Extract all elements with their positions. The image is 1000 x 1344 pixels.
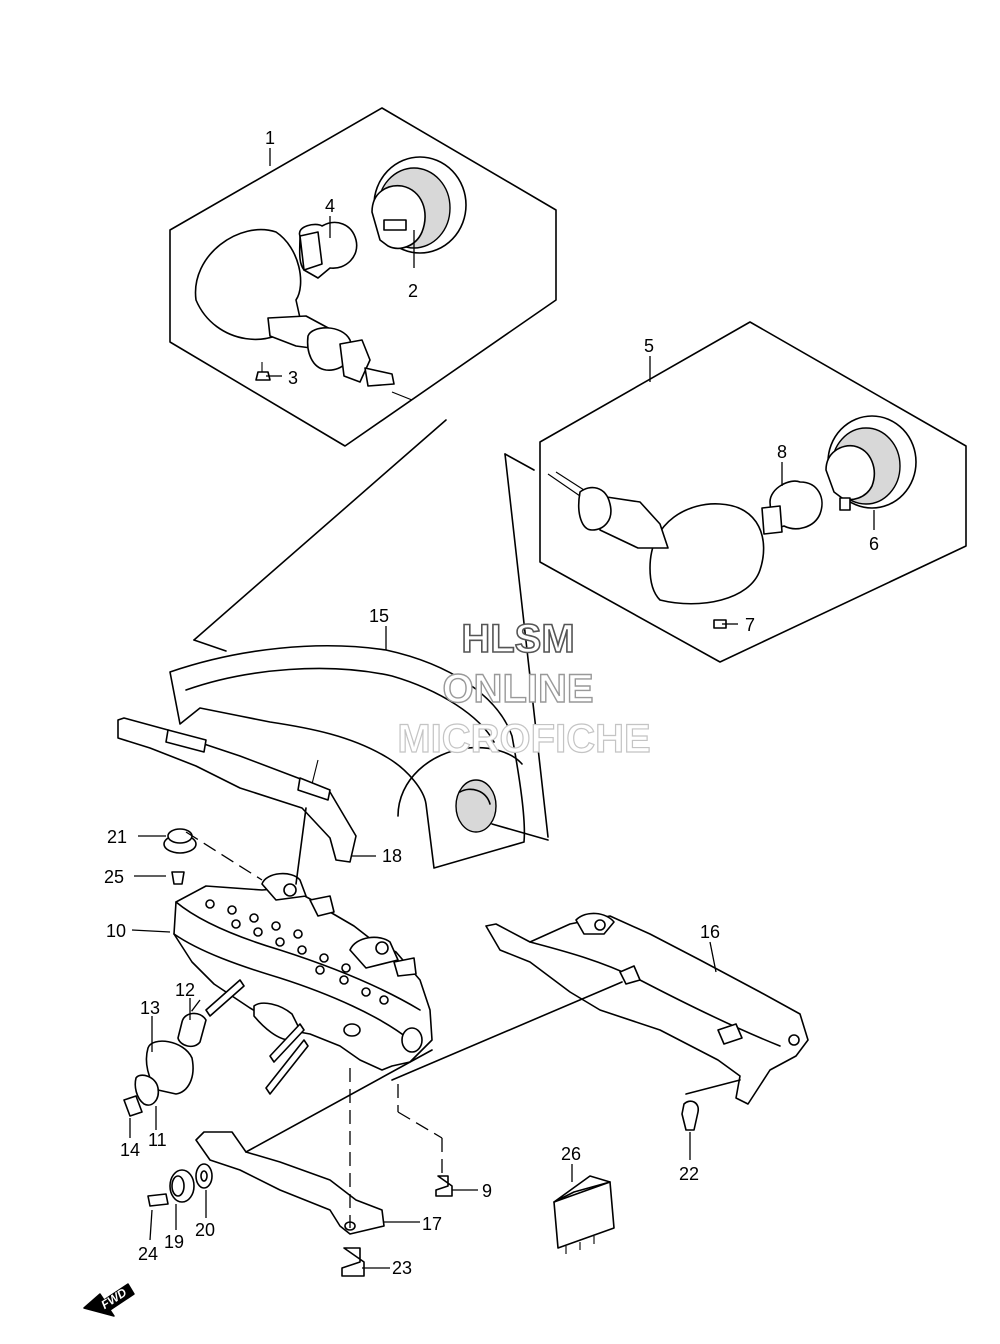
callout-22: 22 bbox=[679, 1164, 699, 1184]
callout-23: 23 bbox=[392, 1258, 412, 1278]
relay bbox=[553, 1175, 615, 1254]
callout-21: 21 bbox=[107, 827, 127, 847]
callout-7: 7 bbox=[745, 615, 755, 635]
watermark: HLSM ONLINE MICROFICHE bbox=[397, 616, 652, 761]
watermark-line-1: HLSM bbox=[461, 617, 574, 661]
callout-8: 8 bbox=[777, 442, 787, 462]
turn-signal-assembly-right bbox=[539, 321, 967, 663]
watermark-line-2: ONLINE bbox=[442, 667, 593, 711]
callout-18: 18 bbox=[382, 846, 402, 866]
fender-strip bbox=[117, 717, 357, 863]
license-bracket bbox=[173, 872, 433, 1071]
callout-5: 5 bbox=[644, 336, 654, 356]
callout-26: 26 bbox=[561, 1144, 581, 1164]
callout-14: 14 bbox=[120, 1140, 140, 1160]
callout-17: 17 bbox=[422, 1214, 442, 1234]
turn-signal-assembly-left bbox=[169, 107, 557, 447]
callout-20: 20 bbox=[195, 1220, 215, 1240]
forward-arrow: FWD bbox=[83, 1283, 135, 1317]
mount-damper-parts bbox=[123, 1012, 207, 1117]
callout-11: 11 bbox=[148, 1130, 167, 1150]
assembly-link-lines bbox=[193, 419, 549, 838]
watermark-line-3: MICROFICHE bbox=[397, 717, 650, 761]
callout-13: 13 bbox=[140, 998, 160, 1018]
callout-15: 15 bbox=[369, 606, 389, 626]
rear-fender bbox=[169, 645, 526, 869]
callout-16: 16 bbox=[700, 922, 720, 942]
bracket-holes bbox=[205, 899, 389, 1005]
callout-12: 12 bbox=[175, 980, 195, 1000]
callout-9: 9 bbox=[482, 1181, 492, 1201]
stud-bolts bbox=[205, 979, 309, 1095]
callout-1: 1 bbox=[265, 128, 275, 148]
callout-6: 6 bbox=[869, 534, 879, 554]
callout-25: 25 bbox=[104, 867, 124, 887]
side-bracket bbox=[485, 912, 809, 1105]
callout-19: 19 bbox=[164, 1232, 184, 1252]
callout-2: 2 bbox=[408, 281, 418, 301]
leader-lines bbox=[129, 148, 875, 1269]
callout-24: 24 bbox=[138, 1244, 158, 1264]
small-hardware bbox=[147, 828, 700, 1277]
callouts: 1 2 3 4 5 6 7 8 9 10 11 12 13 14 15 16 1… bbox=[104, 128, 879, 1278]
callout-3: 3 bbox=[288, 368, 298, 388]
callout-4: 4 bbox=[325, 196, 335, 216]
lower-bracket bbox=[195, 1131, 385, 1235]
callout-10: 10 bbox=[106, 921, 126, 941]
alignment-lines bbox=[185, 807, 741, 1228]
